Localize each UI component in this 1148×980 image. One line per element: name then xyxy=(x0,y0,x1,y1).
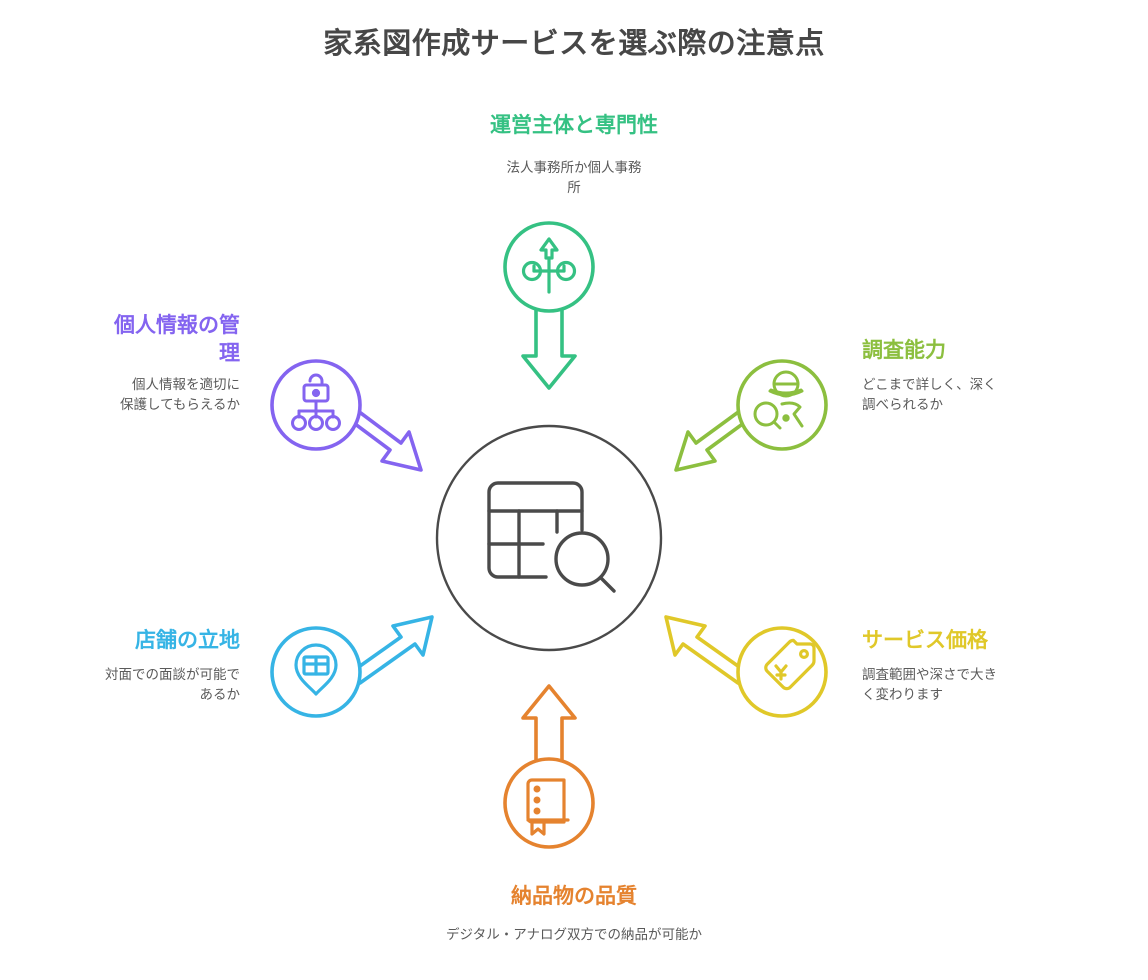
page-title: 家系図作成サービスを選ぶ際の注意点 xyxy=(323,28,825,60)
node-operator-description: 法人事務所か個人事務所 xyxy=(506,160,642,195)
center-node[interactable] xyxy=(435,424,663,652)
node-location-description: 対面での面談が可能であるか xyxy=(105,667,240,702)
center-circle xyxy=(435,424,663,652)
node-operator-label: 運営主体と専門性 xyxy=(490,114,658,137)
node-location[interactable] xyxy=(270,615,434,718)
node-price-label: サービス価格 xyxy=(862,629,988,652)
node-quality[interactable] xyxy=(503,684,595,849)
node-quality-label: 納品物の品質 xyxy=(511,885,637,908)
table-search-icon xyxy=(487,481,616,593)
node-research-description: どこまで詳しく、深く調べられるか xyxy=(862,377,997,412)
lock-network-icon xyxy=(291,373,341,431)
arrow-price-to-center xyxy=(664,615,754,685)
detective-icon xyxy=(753,370,804,430)
node-privacy-label: 個人情報の管理 xyxy=(114,314,240,365)
node-quality-circle xyxy=(503,757,595,849)
price-tag-icon xyxy=(764,638,816,691)
node-research[interactable] xyxy=(674,359,828,472)
node-price[interactable] xyxy=(664,615,828,718)
node-quality-description: デジタル・アナログ双方での納品が可能か xyxy=(446,927,702,942)
arrow-location-to-center xyxy=(344,615,434,685)
node-operator[interactable] xyxy=(503,221,595,390)
node-privacy-description: 個人情報を適切に保護してもらえるか xyxy=(119,377,240,412)
node-research-label: 調査能力 xyxy=(862,339,946,362)
node-location-label: 店舗の立地 xyxy=(135,629,240,652)
family-tree-icon xyxy=(521,237,577,294)
book-icon xyxy=(526,778,570,836)
node-privacy[interactable] xyxy=(270,359,423,472)
map-pin-store-icon xyxy=(294,643,338,696)
arrow-operator-to-center xyxy=(521,298,577,390)
node-price-description: 調査範囲や深さで大きく変わります xyxy=(862,667,997,702)
